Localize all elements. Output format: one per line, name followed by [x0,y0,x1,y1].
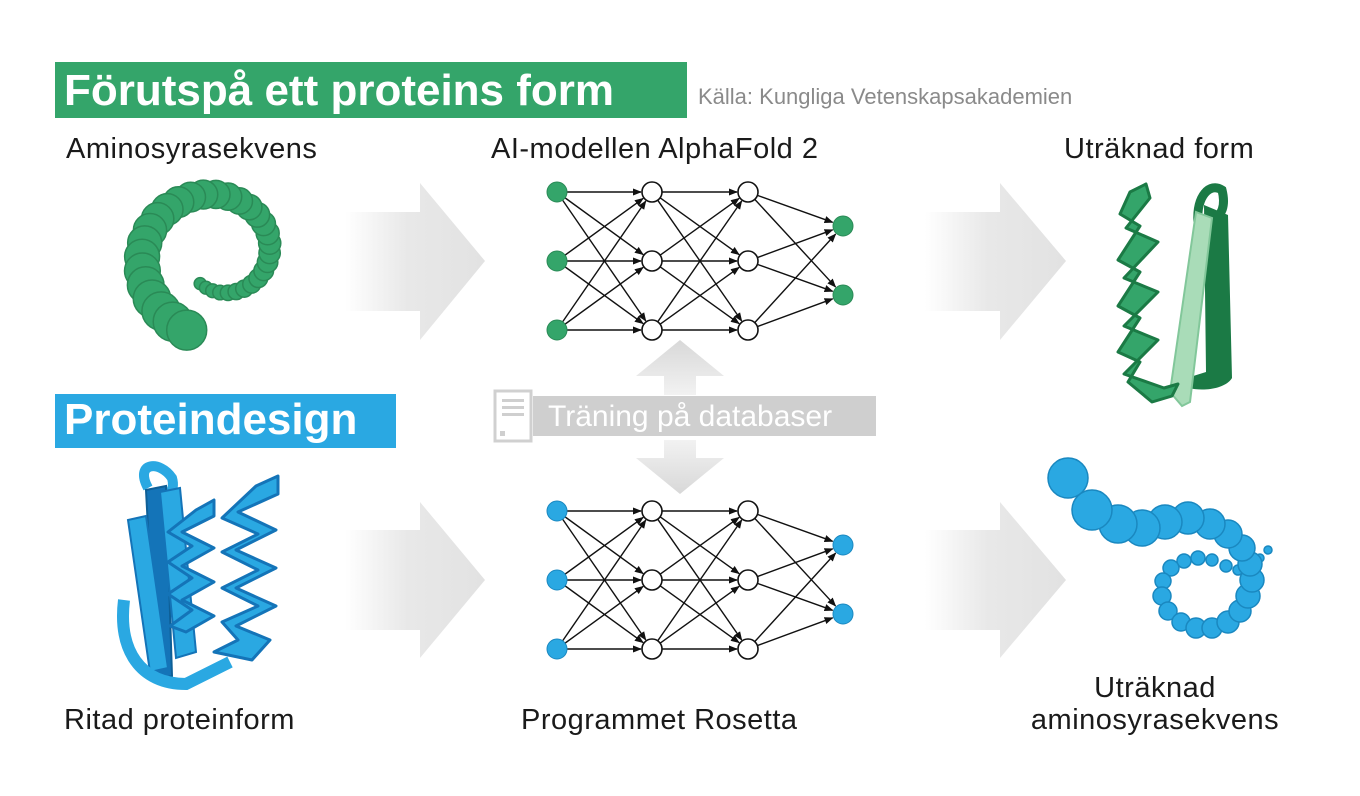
training-arrows [636,340,724,494]
top-net-edge [757,229,834,259]
bottom-net-edge [564,516,644,575]
bottom-net-edge [757,513,834,542]
top-net-edge [659,266,740,325]
bottom-net-output-node [832,534,854,556]
arrow-bottom-right [925,502,1066,658]
arrow-top-right [925,183,1066,340]
bottom-net-edge [657,519,743,642]
top-output-label: Uträknad form [1064,133,1254,165]
blue-strand-3 [126,514,170,674]
bottom-net-edge [757,617,834,647]
blue-bead [1205,553,1219,567]
top-net-edge [564,266,644,325]
amino-acid-chain-green [123,179,282,351]
top-net-edge [757,194,834,223]
blue-bead [1047,457,1089,499]
blue-bead [1162,559,1180,577]
bottom-net-hidden-node [641,638,663,660]
title: Förutspå ett proteins form [64,66,614,115]
green-helix [1116,182,1180,404]
arrow-up [636,340,724,395]
top-net-hidden-node [641,181,663,203]
neural-network-top [546,181,854,341]
top-net-hidden-node [737,319,759,341]
bottom-net-edge [757,548,834,578]
blue-helix-1 [166,498,216,634]
bottom-net-edge [659,585,740,644]
top-net-hidden-node [641,250,663,272]
title-banner-bg [55,62,687,118]
top-net-hidden-node [737,181,759,203]
bottom-net-edge [754,552,837,643]
arrow-top-left [345,183,485,340]
blue-bead [1190,550,1206,566]
blue-helix-2 [212,474,280,662]
green-strand-dark [1174,205,1232,390]
top-net-edge [757,298,834,328]
arrow-down [636,440,724,494]
top-input-label: Aminosyrasekvens [66,133,317,165]
bottom-net-edge [562,519,647,642]
top-net-edge [562,200,647,323]
database-icon [493,389,533,443]
protein-ribbon-green [1116,182,1232,408]
protein-ribbon-blue [117,461,280,691]
training-label: Träning på databaser [548,400,832,433]
neural-network-bottom [546,500,854,660]
title-banner: Förutspå ett proteins form [55,62,687,118]
top-net-input-node [546,181,568,203]
section2-banner-bg [55,394,396,448]
bottom-net-hidden-node [641,569,663,591]
blue-bead [1219,559,1233,573]
bottom-net-hidden-node [737,638,759,660]
bottom-net-edge [659,516,740,575]
bottom-input-label: Ritad proteinform [64,704,295,736]
training-box: Träning på databaser [493,389,876,443]
section2-banner: Proteindesign [55,394,396,448]
top-net-output-node [832,284,854,306]
top-net-output-node [832,215,854,237]
blue-bottom-loop [117,599,233,691]
top-net-input-node [546,319,568,341]
top-net-input-node [546,250,568,272]
top-model-label: AI-modellen AlphaFold 2 [491,133,818,165]
section2-title: Proteindesign [64,395,357,444]
bottom-net-output-node [832,603,854,625]
bottom-net-edge [564,585,644,644]
source-text: Källa: Kungliga Vetenskapsakademien [698,84,1072,109]
green-strand-light [1168,210,1214,408]
blue-bead [1263,545,1273,555]
top-net-edge [657,200,743,323]
bottom-net-input-node [546,638,568,660]
bottom-net-input-node [546,569,568,591]
top-net-hidden-node [737,250,759,272]
bottom-net-hidden-node [737,500,759,522]
bottom-model-label: Programmet Rosetta [521,704,798,736]
bottom-output-label-line2: aminosyrasekvens [1031,704,1279,736]
blue-bead [1158,601,1178,621]
top-net-hidden-node [641,319,663,341]
flow-arrows [345,183,1066,658]
training-bg [533,396,876,436]
bottom-net-hidden-node [737,569,759,591]
green-bead [165,309,208,351]
amino-acid-chain-blue [1047,457,1273,639]
bottom-net-input-node [546,500,568,522]
blue-bead [1071,489,1113,531]
top-net-edge [659,197,740,256]
arrow-bottom-left [345,502,485,658]
bottom-output-label-line1: Uträknad [1094,672,1216,704]
blue-bead [1176,553,1192,569]
top-net-edge [754,233,837,324]
bottom-net-hidden-node [641,500,663,522]
top-net-edge [564,197,644,256]
